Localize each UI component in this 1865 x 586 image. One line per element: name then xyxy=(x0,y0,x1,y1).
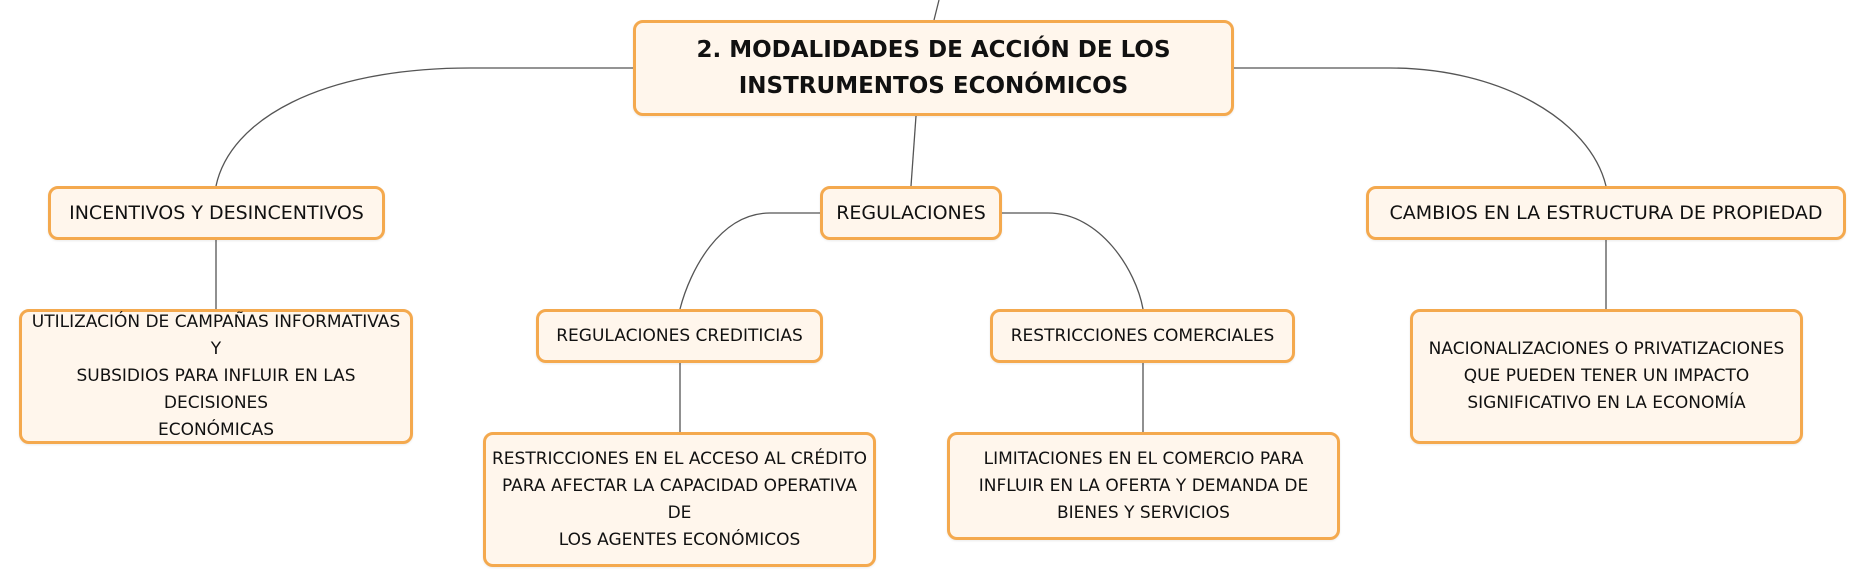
topic-label: INCENTIVOS Y DESINCENTIVOS xyxy=(69,202,364,224)
root-topic-node[interactable]: 2. MODALIDADES DE ACCIÓN DE LOS INSTRUME… xyxy=(633,20,1234,116)
topic-regulaciones[interactable]: REGULACIONES xyxy=(820,186,1002,240)
detail-text: LIMITACIONES EN EL COMERCIO PARA INFLUIR… xyxy=(978,448,1309,523)
connector-root-to-regulaciones xyxy=(910,115,917,187)
connector-regulaciones-to-crediticias xyxy=(679,212,820,310)
detail-text: UTILIZACIÓN DE CAMPAÑAS INFORMATIVAS Y S… xyxy=(31,312,401,440)
connector-parent-to-root xyxy=(933,0,940,21)
detail-nacionalizaciones-privatizaciones[interactable]: NACIONALIZACIONES O PRIVATIZACIONES QUE … xyxy=(1410,309,1803,444)
detail-limitaciones-comercio[interactable]: LIMITACIONES EN EL COMERCIO PARA INFLUIR… xyxy=(947,432,1340,540)
topic-label: CAMBIOS EN LA ESTRUCTURA DE PROPIEDAD xyxy=(1389,202,1823,224)
root-topic-label: 2. MODALIDADES DE ACCIÓN DE LOS INSTRUME… xyxy=(696,37,1171,99)
subtopic-regulaciones-crediticias[interactable]: REGULACIONES CREDITICIAS xyxy=(536,309,823,363)
topic-label: REGULACIONES xyxy=(836,202,986,224)
detail-restricciones-credito[interactable]: RESTRICCIONES EN EL ACCESO AL CRÉDITO PA… xyxy=(483,432,876,567)
subtopic-label: RESTRICCIONES COMERCIALES xyxy=(1010,326,1275,346)
connector-root-to-incentivos xyxy=(215,67,633,187)
subtopic-label: REGULACIONES CREDITICIAS xyxy=(556,326,803,346)
detail-text: NACIONALIZACIONES O PRIVATIZACIONES QUE … xyxy=(1428,339,1785,413)
topic-incentivos-desincentivos[interactable]: INCENTIVOS Y DESINCENTIVOS xyxy=(48,186,385,240)
connector-root-to-cambios xyxy=(1234,67,1607,187)
topic-cambios-estructura-propiedad[interactable]: CAMBIOS EN LA ESTRUCTURA DE PROPIEDAD xyxy=(1366,186,1846,240)
connector-regulaciones-to-comerciales xyxy=(1002,212,1144,310)
detail-campanas-informativas[interactable]: UTILIZACIÓN DE CAMPAÑAS INFORMATIVAS Y S… xyxy=(19,309,413,444)
detail-text: RESTRICCIONES EN EL ACCESO AL CRÉDITO PA… xyxy=(492,448,868,550)
subtopic-restricciones-comerciales[interactable]: RESTRICCIONES COMERCIALES xyxy=(990,309,1295,363)
